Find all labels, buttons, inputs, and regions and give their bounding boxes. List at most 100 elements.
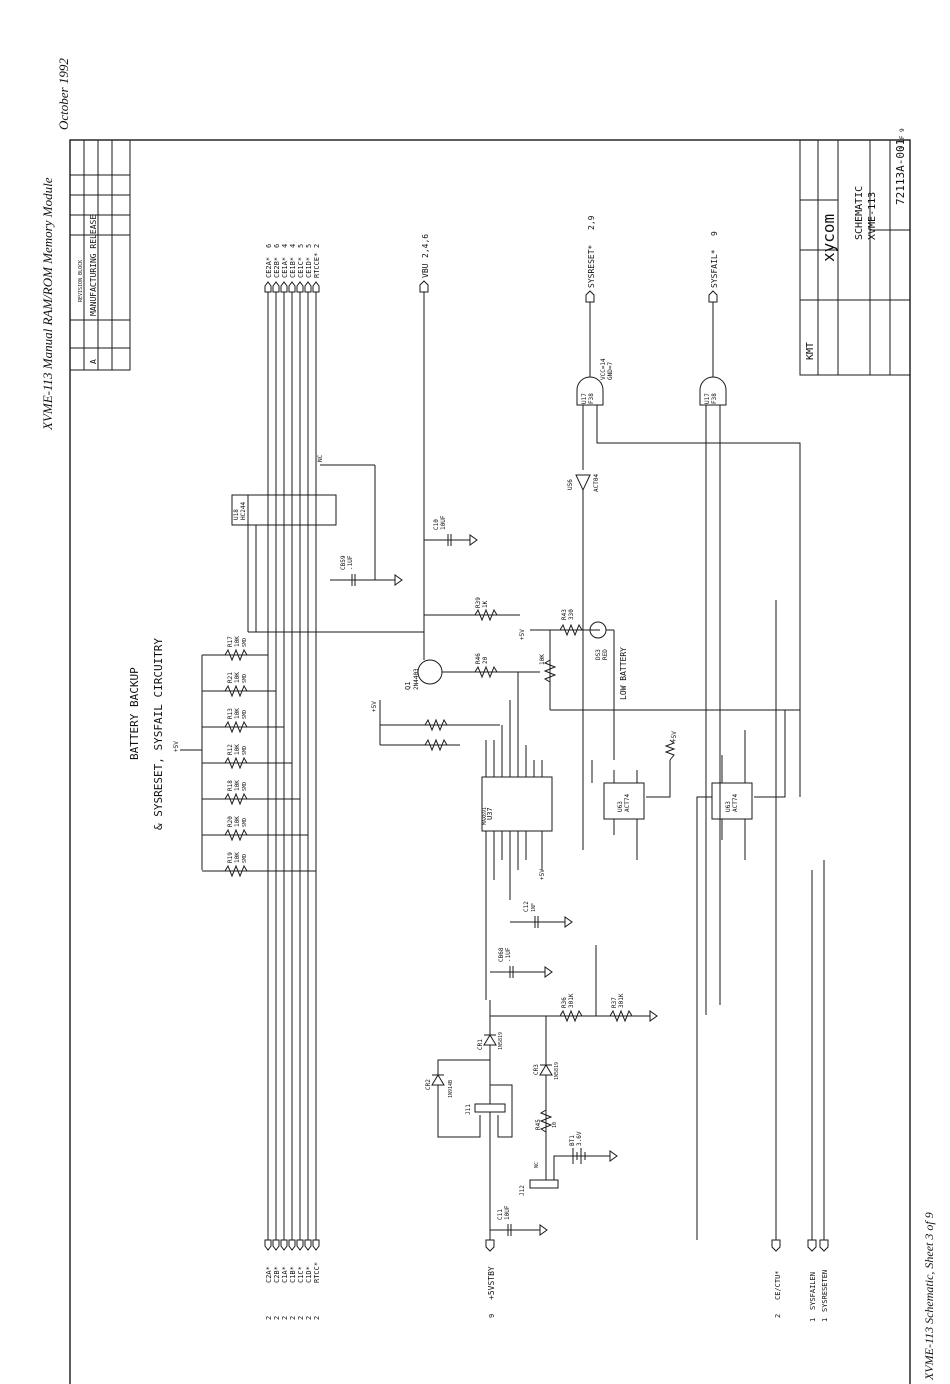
output-net-sheet: 2 — [313, 244, 321, 248]
ds3-ref: DS3 — [595, 649, 602, 660]
ds3-color: RED — [602, 649, 609, 660]
c10-capacitor: C10 10UF — [424, 515, 478, 546]
pullup-pkg: SMD — [242, 674, 248, 683]
r43-value: 330 — [568, 609, 575, 620]
pullup-value: 10K — [234, 636, 241, 647]
offpage-port — [312, 1239, 320, 1251]
pullup-ref: R18 — [227, 780, 234, 791]
cb68-capacitor: CB68 .1UF — [490, 947, 553, 978]
r36-ref: R36 — [561, 997, 568, 1008]
vbu-net: VBU 2,4,6 — [419, 234, 430, 640]
vcc-label-5: +5V — [671, 731, 678, 742]
output-net-label: CE1C* — [297, 257, 305, 278]
offpage-port — [280, 281, 288, 293]
r43-ref: R43 — [561, 609, 568, 620]
cecu-sheet: 2 — [774, 1314, 782, 1318]
input-net-label: C2B* — [273, 1266, 281, 1283]
output-net-sheet: 5 — [305, 244, 313, 248]
offpage-port — [296, 1239, 304, 1251]
output-net-label: CE1B* — [289, 257, 297, 278]
offpage-port — [280, 1239, 288, 1251]
pullup-pkg: SMD — [242, 782, 248, 791]
c10-value: 10UF — [440, 515, 447, 530]
drawn-by: KMT — [805, 342, 816, 360]
sysreset-label: SYSRESET* — [587, 244, 596, 288]
vcc-label-3: +5V — [371, 701, 378, 712]
output-net-sheet: 4 — [289, 244, 297, 248]
pullup-pkg: SMD — [242, 818, 248, 827]
pullup-ref: R13 — [227, 708, 234, 719]
u18-buffer: U18 HC244 NC — [231, 454, 376, 580]
u63a-flipflop: U63 ACT74 +5V — [591, 731, 678, 860]
cr3-ref: CR3 — [533, 1064, 540, 1075]
revision-letter: A — [89, 359, 98, 364]
sheet-number: 3 OF 9 — [899, 128, 906, 150]
bottom-offpage-ports: CE/CTU* 2 SYSFAILEN 1 SYSRESETEN 1 — [771, 600, 829, 1322]
input-net-label: C1B* — [289, 1266, 297, 1283]
jumper-j11: J11 — [465, 1084, 513, 1138]
sysfailen-label: SYSFAILEN — [809, 1272, 817, 1310]
offpage-port — [296, 281, 304, 293]
u37-ref: U37 — [486, 807, 494, 820]
vcc-label: +5V — [173, 741, 180, 752]
resistor-symbol — [224, 828, 248, 842]
diode-cr1: CR1 1N5819 — [477, 1000, 504, 1240]
offpage-port — [272, 281, 280, 293]
u18-ref: U18 — [233, 509, 240, 520]
output-net-label: CE1A* — [281, 257, 289, 278]
revision-block: REVISION BLOCK MANUFACTURING RELEASE A — [69, 139, 131, 371]
pullup-pkg: SMD — [242, 710, 248, 719]
offpage-port — [264, 281, 272, 293]
diagram-title-line1: BATTERY BACKUP — [128, 667, 141, 760]
output-net-label: CE2A* — [265, 257, 273, 278]
low-battery-led: +5V R43 330 DS3 RED LOW BATTERY — [519, 609, 628, 760]
sysreset-sheets: 2,9 — [587, 215, 596, 230]
r46-resistor: R46 20 — [474, 653, 498, 679]
u18-nc: NC — [317, 454, 324, 462]
q1-transistor: Q1 2N4403 — [404, 640, 540, 690]
input-net-label: C1A* — [281, 1266, 289, 1283]
cb59-capacitor: CB59 .1UF — [330, 555, 403, 586]
sysfail-sheets: 9 — [710, 231, 719, 236]
j12-nc: NC — [534, 1162, 540, 1168]
pullup-value: 10K — [234, 672, 241, 683]
c11-ref: C11 — [497, 1209, 504, 1220]
r39-ref: R39 — [475, 597, 482, 608]
cb68-ref: CB68 — [498, 947, 505, 962]
rn5a-value: 10K — [539, 654, 546, 665]
vbu-label: VBU — [421, 263, 430, 278]
susby-label: +5VSTBY — [487, 1266, 496, 1300]
sysfailen-sheet: 1 — [809, 1318, 817, 1322]
input-net-sheet: 2 — [273, 1316, 281, 1320]
c12-ref: C12 — [523, 901, 530, 912]
diagram-title-line2: & SYSRESET, SYSFAIL CIRCUITRY — [152, 638, 165, 830]
u63a-ref: U63 — [617, 801, 624, 812]
u37-supervisor: U37 MAX691 +5V — [481, 672, 553, 1000]
output-net-label: RTCCE* — [313, 253, 321, 278]
low-battery-label: LOW BATTERY — [619, 647, 628, 700]
pullup-value: 10K — [234, 744, 241, 755]
u17a-ref: U17 — [581, 393, 588, 404]
pullup-value: 10K — [234, 816, 241, 827]
company-logo: xycom — [819, 214, 838, 262]
u37-part: MAX691 — [482, 807, 488, 825]
u17-power: VCC=14 — [600, 358, 607, 380]
pullup-value: 10K — [234, 708, 241, 719]
u17b-ref: U17 — [704, 393, 711, 404]
vbu-sheets: 2,4,6 — [421, 234, 430, 258]
pullup-pkg: SMD — [242, 746, 248, 755]
u17b-part: F38 — [711, 393, 718, 404]
j12-ref: J12 — [519, 1185, 526, 1196]
susby-sheet: 9 — [488, 1314, 496, 1318]
revision-description: MANUFACTURING RELEASE — [89, 215, 98, 316]
pullup-ref: R17 — [227, 636, 234, 647]
drawing-number: 72113A-001 — [894, 139, 907, 205]
q1-ref: Q1 — [404, 682, 412, 690]
input-net-sheet: 2 — [297, 1316, 305, 1320]
c12-value: 1NF — [531, 903, 537, 912]
r39-value: 1K — [482, 600, 489, 608]
input-net-sheet: 2 — [265, 1316, 273, 1320]
